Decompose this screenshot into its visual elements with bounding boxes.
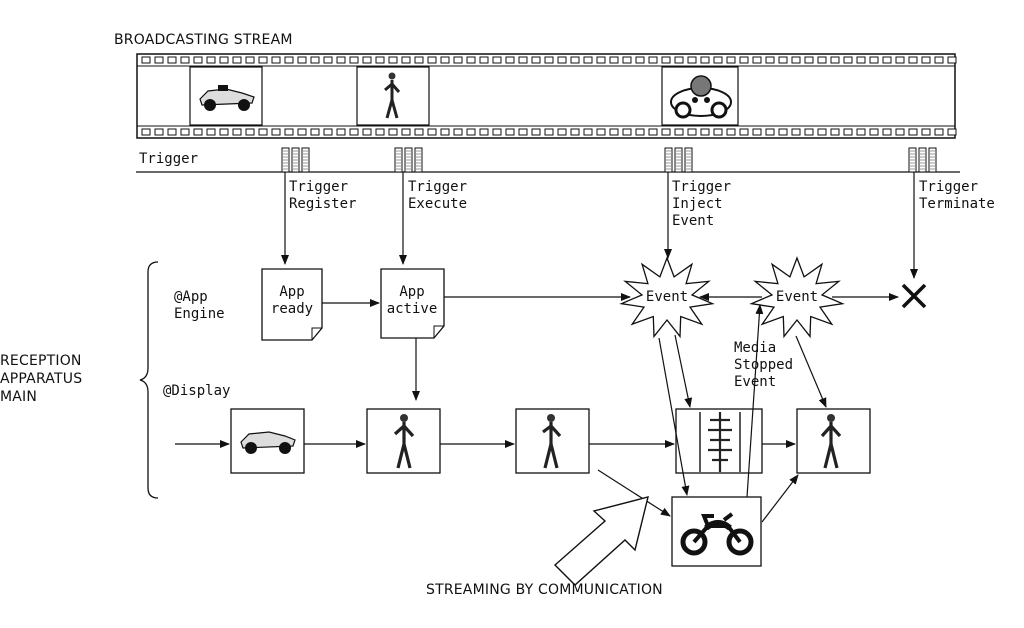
golfer-icon [542,414,562,469]
arrow-display-to-motorcycle [597,469,671,517]
trigger-marker [404,147,413,173]
film-perforations-top [141,56,957,64]
tree-poles-icon [699,412,741,472]
arrow-event1-to-motorcycle [658,337,690,496]
trigger-marker [684,147,693,173]
reception-apparatus-label: RECEPTION APPARATUS MAIN [0,353,83,405]
event-1-burst [619,256,715,339]
trigger-marker [414,147,423,173]
app-ready-box [261,268,323,341]
motorcycle-icon [680,512,754,556]
golfer-icon [820,414,842,469]
trigger-marker [908,147,917,173]
display-label: @Display [163,383,231,399]
trigger-marker [664,147,673,173]
trigger-inject-label: Trigger Inject Event [672,179,732,229]
trigger-marker [928,147,937,173]
race-car-icon [199,85,255,111]
streaming-caption: STREAMING BY COMMUNICATION [426,582,663,598]
trigger-marker [291,147,300,173]
trigger-terminate-label: Trigger Terminate [919,179,995,212]
arrow-event2-to-display [795,335,827,408]
arrow-motorcycle-to-display [761,474,799,523]
trigger-execute-label: Trigger Execute [408,179,468,212]
arrow-media-stopped [746,304,764,498]
broadcasting-stream-title: BROADCASTING STREAM [114,32,293,48]
arrow-event1-to-display [674,334,693,408]
media-stopped-event-label: Media Stopped Event [734,340,794,390]
golfer-icon [384,72,401,119]
race-car-icon [240,431,296,454]
cross-icon [901,283,927,309]
trigger-register-label: Trigger Register [289,179,357,212]
brace [139,261,159,499]
event-2-burst [749,256,845,339]
app-engine-label: @App Engine [174,289,225,322]
event-1-label: Event [645,289,689,305]
trigger-markers [281,147,937,173]
golfer-icon [393,414,415,469]
film-strip [136,53,957,139]
film-perforations-bottom [141,128,957,136]
event-2-label: Event [775,289,819,305]
app-active-box [380,268,445,339]
app-ready-label: App ready [270,284,314,317]
trigger-marker [301,147,310,173]
trigger-marker [918,147,927,173]
streaming-hollow-arrow [553,496,649,586]
trigger-marker [281,147,290,173]
trigger-marker [674,147,683,173]
app-active-label: App active [386,284,438,317]
trigger-line-label: Trigger [139,151,199,167]
cartoon-car-icon [670,75,732,119]
trigger-marker [394,147,403,173]
